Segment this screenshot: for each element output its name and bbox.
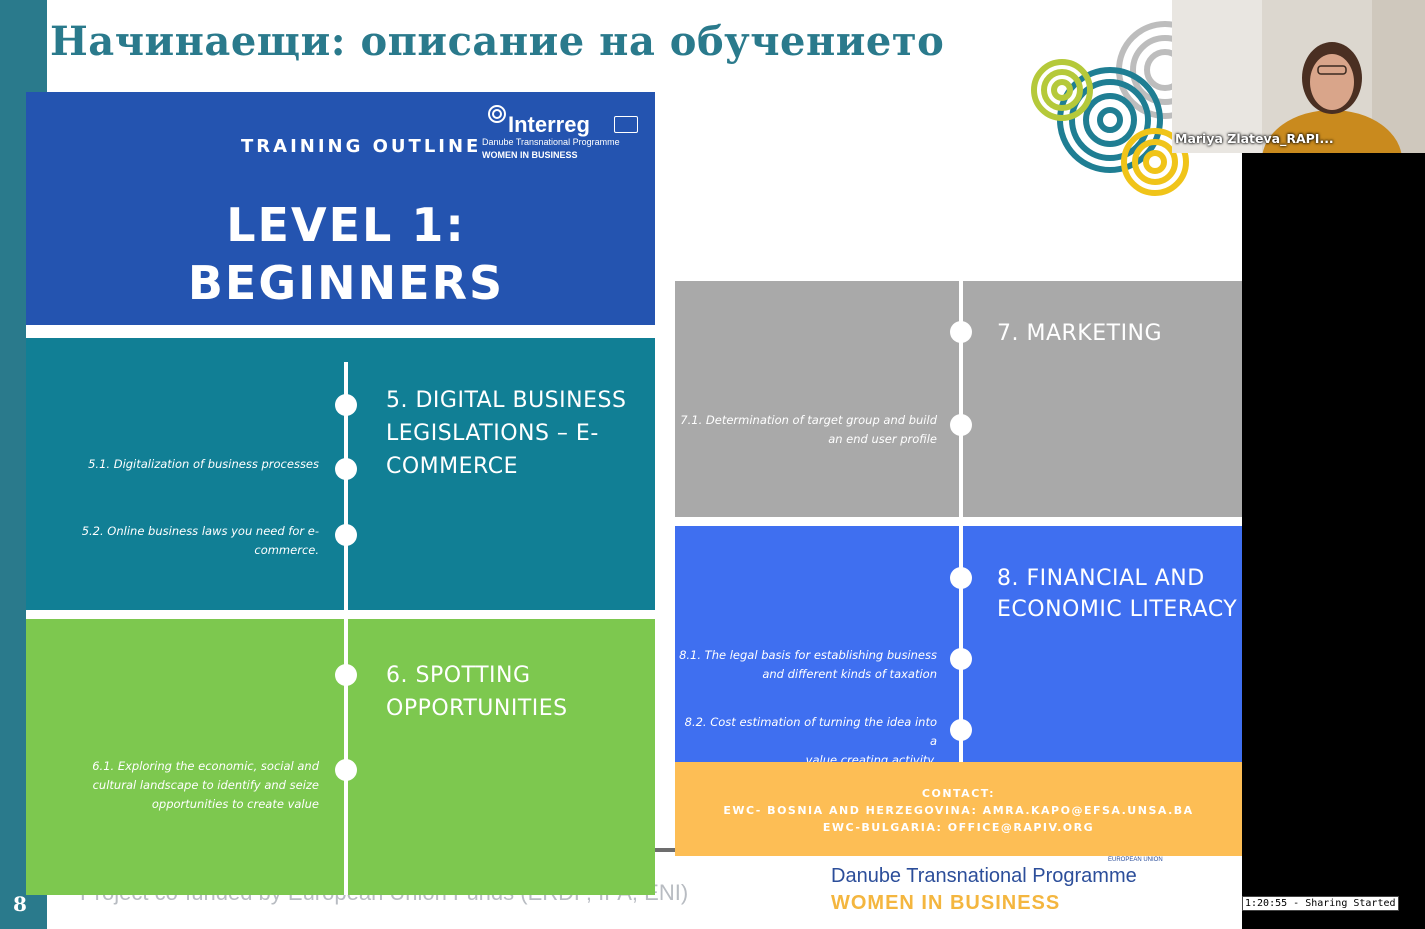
module-8-title: 8. FINANCIAL AND ECONOMIC LITERACY [997, 566, 1238, 622]
timeline-line [344, 362, 348, 610]
module-7-block: 7. MARKETING 7.1. Determination of targe… [675, 281, 1242, 517]
presentation-slide: 8 Начинаещи: описание на обучението Proj… [0, 0, 1242, 929]
module-5-1: 5.1. Digitalization of business processe… [88, 457, 319, 471]
timeline-line [959, 517, 963, 762]
module-6-block: 6. SPOTTING OPPORTUNITIES 6.1. Exploring… [26, 610, 655, 895]
module-5-2: 5.2. Online business laws you need for e… [81, 524, 319, 557]
contact-label: CONTACT: [921, 787, 996, 800]
timeline-dot [950, 567, 972, 589]
timeline-dot [950, 648, 972, 670]
module-7-title: 7. MARKETING [997, 321, 1163, 346]
timeline-dot [950, 719, 972, 741]
timeline-dot [335, 394, 357, 416]
module-7-1: 7.1. Determination of target group and b… [680, 413, 937, 446]
footer-project-name: WOMEN IN BUSINESS [831, 892, 1061, 914]
outline-header: TRAINING OUTLINE Interreg Danube Transna… [26, 92, 655, 325]
level-line-1: LEVEL 1: [226, 198, 466, 252]
timeline-dot [335, 458, 357, 480]
level-line-2: BEGINNERS [187, 256, 505, 310]
module-5-title: 5. DIGITAL BUSINESS LEGISLATIONS – E- CO… [386, 388, 627, 479]
interreg-logo: Interreg Danube Transnational Programme … [482, 100, 647, 165]
level-title: LEVEL 1: BEGINNERS [26, 196, 666, 312]
timeline-dot [335, 759, 357, 781]
slide-title: Начинаещи: описание на обучението [50, 18, 945, 65]
interreg-swirl-icon [488, 105, 506, 123]
participant-video-frame [1172, 0, 1425, 153]
slide-number: 8 [13, 892, 27, 916]
timeline-dot [335, 524, 357, 546]
interreg-programme: Danube Transnational Programme [482, 137, 620, 147]
module-6-1: 6.1. Exploring the economic, social and … [92, 759, 319, 811]
concentric-circles-logo-icon [1031, 21, 1210, 196]
eu-flag-icon [614, 116, 638, 133]
footer-programme: Danube Transnational Programme [831, 865, 1137, 887]
recording-status-badge: 1:20:55 - Sharing Started [1242, 896, 1399, 911]
training-outline-right: 7. MARKETING 7.1. Determination of targe… [675, 281, 1242, 856]
contact-block: CONTACT: EWC- BOSNIA AND HERZEGOVINA: AM… [675, 762, 1242, 856]
interreg-name: Interreg [508, 112, 590, 137]
footer-eu-label: EUROPEAN UNION [1108, 857, 1163, 863]
contact-bulgaria: EWC-BULGARIA: OFFICE@RAPIV.ORG [822, 821, 1095, 834]
timeline-dot [950, 414, 972, 436]
training-outline-label: TRAINING OUTLINE [241, 136, 482, 157]
participant-video[interactable] [1172, 0, 1425, 153]
participant-name: Mariya Zlateva_RAPI... [1175, 131, 1334, 146]
module-6-title: 6. SPOTTING OPPORTUNITIES [386, 663, 568, 721]
module-8-block: 8. FINANCIAL AND ECONOMIC LITERACY 8.1. … [675, 517, 1242, 767]
module-8-1: 8.1. The legal basis for establishing bu… [679, 648, 937, 681]
timeline-dot [950, 321, 972, 343]
training-outline-left: TRAINING OUTLINE Interreg Danube Transna… [26, 92, 655, 895]
module-5-block: 5. DIGITAL BUSINESS LEGISLATIONS – E- CO… [26, 338, 655, 610]
interreg-project: WOMEN IN BUSINESS [482, 150, 578, 160]
timeline-dot [335, 664, 357, 686]
timeline-line [344, 610, 348, 895]
timeline-line [959, 281, 963, 517]
contact-bosnia: EWC- BOSNIA AND HERZEGOVINA: AMRA.KAPO@E… [723, 804, 1194, 817]
